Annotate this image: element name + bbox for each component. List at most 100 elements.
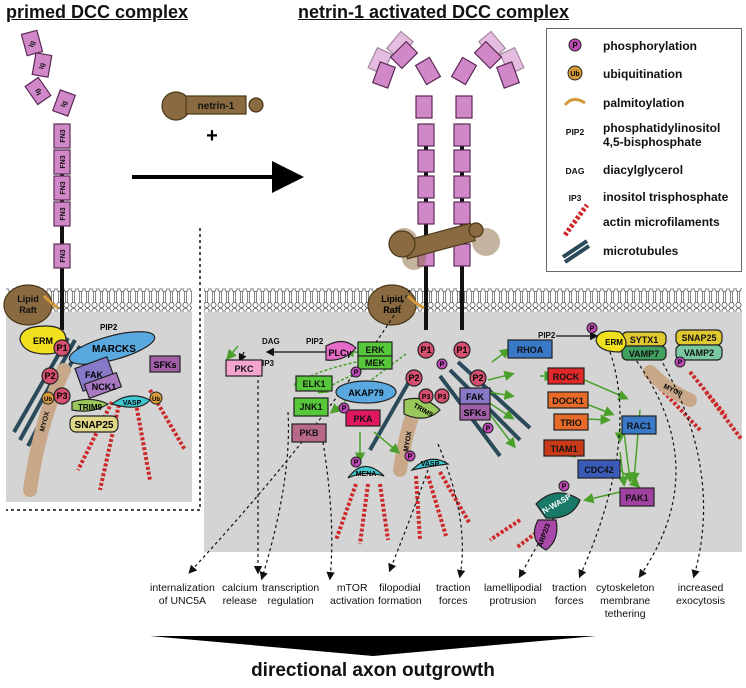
pkb-box [291,423,327,443]
plcg-label: PLCγ [328,348,351,358]
phospho-9: P [436,358,448,370]
primed-sfks-label: SFKs [153,360,176,370]
ig-domain-2 [31,52,53,78]
legend-label-2: palmitoylation [603,96,685,110]
fn3-domain-4 [53,201,71,227]
svg-text:P: P [354,460,359,467]
outcome-unc5a: internalization of UNC5A [150,582,215,607]
primed-p-domains: P1 P2 P3 [41,339,71,405]
activated-fak-label: FAK [466,392,485,402]
netrin-label: netrin-1 [198,101,235,112]
activated-erm: ERM [595,330,627,353]
sytx1-label: SYTX1 [630,335,659,345]
fn3-label-3: FN3 [60,181,67,194]
fn3-domain-1 [53,123,71,149]
rac1-label: RAC1 [627,421,652,431]
legend-ub-icon [567,65,583,81]
akap79: AKAP79 [335,380,397,404]
phospho-markers: P P P P P P P P P [338,322,686,492]
activated-membrane [204,288,742,312]
ig-domain-1 [20,29,44,57]
legend-abbr-5: IP3 [568,193,582,203]
mena-label: MENA [356,471,377,478]
outcome-filopodial: filopodial formation [378,582,422,607]
ip3-label: IP3 [262,359,275,368]
fn3-label-2: FN3 [60,155,67,168]
primed-snap25-label: SNAP25 [75,420,114,431]
primed-fak-label: FAK [85,370,104,380]
vamp2-box [675,344,723,361]
erk-label: ERK [365,345,385,355]
outcome-exocytosis: increased exocytosis [676,582,726,607]
plcg: PLCγ [325,340,357,361]
phospho-8: P [558,480,570,492]
ig-domain-4 [51,89,77,117]
primed-trim9-label: TRIM9 [78,403,103,412]
outcome-calcium: calcium release [222,582,258,607]
arp23: ARP2/3 [533,519,558,551]
nwasp: N-WASP [535,492,581,519]
netrin-ligand: netrin-1 [161,91,264,121]
fn3-label-4: FN3 [60,207,67,220]
svg-text:P: P [486,426,491,433]
act-p1-a-label: P1 [420,345,431,355]
black-signal-arrows [238,331,599,363]
svg-text:P: P [678,360,683,367]
act-p2-b-label: P2 [472,373,483,383]
primed-p1 [53,339,71,357]
activated-lipid-raft-label-2: Raft [383,305,401,315]
jnk1-label: JNK1 [299,402,322,412]
outcome-mtor: mTOR activation [330,582,375,607]
legend-abbr-4: DAG [565,166,585,176]
activated-lipid-raft: Lipid Raft [367,284,425,326]
activated-sfks-label: SFKs [463,408,486,418]
panel-separator [6,228,201,511]
svg-text:P: P [572,41,578,50]
act-p3-a-label: P3 [422,394,431,401]
legend-actin-icon [562,203,590,237]
primed-snap25: SNAP25 [69,415,119,433]
pkc-label: PKC [234,364,254,374]
activated-p-domains: P1 P1 P2 P2 P3 P3 [405,341,487,404]
primed-sfks: SFKs [149,355,181,373]
primed-lipid-raft: Lipid Raft [3,284,59,326]
ig-label-2: Ig [39,62,47,69]
svg-text:P: P [440,362,445,369]
mek-label: MEK [365,358,386,368]
rock-label: ROCK [553,372,580,382]
primed-ub-1: Ub [41,391,55,405]
phospho-7: P [674,356,686,368]
pkc-box [225,359,263,377]
activated-receptor-dimer [367,30,525,330]
pka-box [345,409,381,427]
outcome-traction-2: traction forces [552,582,587,607]
svg-text:P: P [342,406,347,413]
pip2b-label: PIP2 [538,331,556,340]
legend: P Ub phosphorylation ubiquitination palm… [546,28,742,272]
pip2-label: PIP2 [306,337,324,346]
primed-p2-label: P2 [44,371,55,381]
rhoa-label: RHOA [517,345,544,355]
primed-ub-2: Ub [149,391,163,405]
lipid-raft-label-2: Raft [19,305,37,315]
legend-phospho-icon [568,38,582,52]
legend-label-7: microtubules [603,244,679,258]
legend-label-3: phosphatidylinositol 4,5-bisphosphate [603,121,721,149]
primed-marcks-label: MARCKS [92,344,136,355]
activated-sfks: SFKs [459,403,491,421]
activated-lipid-raft-label-1: Lipid [381,294,403,304]
activated-title: netrin-1 activated DCC complex [298,2,570,22]
fn3-label-5: FN3 [60,249,67,262]
svg-text:P: P [562,484,567,491]
svg-text:P: P [354,370,359,377]
rac1-box [621,415,657,435]
legend-label-0: phosphorylation [603,39,697,53]
legend-palm-icon [563,98,586,107]
vamp2-label: VAMP2 [684,348,714,358]
outcome-traction-1: traction forces [436,582,471,607]
fn3-domain-3 [53,175,71,201]
svg-text:P: P [408,454,413,461]
plus-sign: + [206,125,218,147]
activated-trim9: TRIM9 [403,397,441,419]
